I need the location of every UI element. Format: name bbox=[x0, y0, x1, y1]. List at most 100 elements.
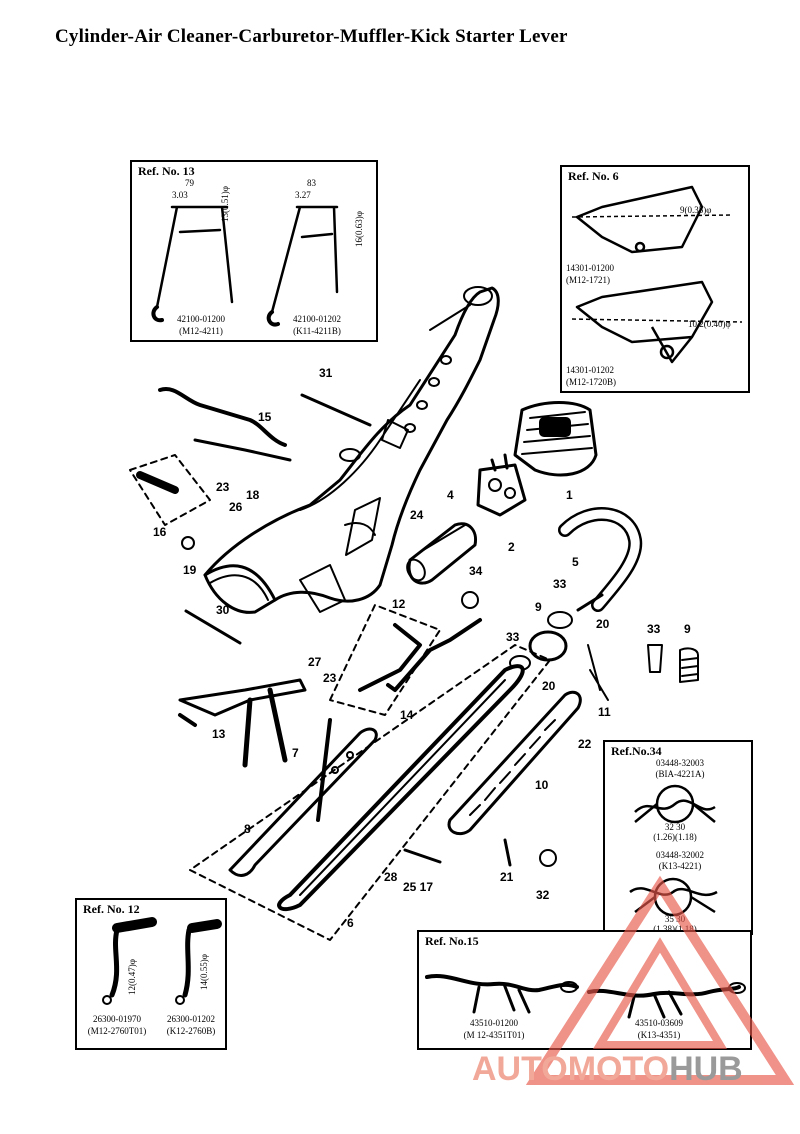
ref-13-right-h-dim: 16(0.63)φ bbox=[354, 211, 364, 247]
nut-part-32 bbox=[539, 849, 557, 867]
callout-9a: 9 bbox=[535, 600, 542, 614]
ref-6-top-dim: 9(0.35)φ bbox=[680, 205, 712, 215]
callout-9b: 9 bbox=[684, 622, 691, 636]
callout-18: 18 bbox=[246, 488, 260, 502]
ref-34-top-code: 03448-32003 bbox=[656, 758, 704, 768]
callout-14: 14 bbox=[400, 708, 414, 722]
callout-23b: 23 bbox=[323, 671, 337, 685]
ref-12-label: Ref. No. 12 bbox=[83, 902, 140, 916]
handle-part-15 bbox=[158, 387, 287, 447]
ref-12-left-dim: 12(0.47)φ bbox=[127, 959, 137, 995]
ref-6-label: Ref. No. 6 bbox=[568, 169, 619, 183]
callout-26: 26 bbox=[229, 500, 243, 514]
callout-31: 31 bbox=[319, 366, 333, 380]
callout-34: 34 bbox=[469, 564, 483, 578]
spring-part-34 bbox=[461, 591, 479, 609]
ref-12-box: Ref. No. 12 12(0.47)φ 14(0.55)φ 26300-01… bbox=[75, 898, 227, 1050]
ref-15-right-code: 43510-03609 bbox=[635, 1018, 683, 1028]
kick-arm-part-14 bbox=[386, 618, 482, 692]
callout-15: 15 bbox=[258, 410, 272, 424]
callout-12: 12 bbox=[392, 597, 406, 611]
callout-25-17: 25 17 bbox=[403, 880, 434, 894]
clip-part-20 bbox=[587, 644, 609, 701]
cylinder-part bbox=[513, 401, 598, 477]
watermark-part2: HUB bbox=[669, 1050, 743, 1088]
callout-33c: 33 bbox=[647, 622, 661, 636]
carburetor-part bbox=[476, 453, 527, 517]
ref-34-bottom-dim: 35 30 bbox=[664, 914, 686, 924]
ref-15-label: Ref. No.15 bbox=[425, 934, 479, 948]
clip-part-19 bbox=[181, 536, 195, 550]
ref-12-right-dim: 14(0.55)φ bbox=[199, 954, 209, 990]
ref-6-drawing bbox=[571, 185, 743, 364]
frame-part bbox=[203, 286, 500, 614]
ref-13-left-code: 42100-01200 bbox=[177, 314, 225, 324]
callout-21: 21 bbox=[500, 870, 514, 884]
ref-6-bottom-dim: 10.2(0.40)φ bbox=[688, 319, 731, 329]
shaft-part-30 bbox=[184, 609, 242, 645]
exhaust-pipe-part bbox=[558, 507, 643, 612]
ref-15-left-model: (M 12-4351T01) bbox=[463, 1030, 525, 1040]
callout-7: 7 bbox=[292, 746, 299, 760]
ref-13-left-top-dim: 79 bbox=[185, 178, 194, 188]
callout-22: 22 bbox=[578, 737, 592, 751]
heat-guard-part bbox=[447, 690, 582, 836]
callout-6: 6 bbox=[347, 916, 354, 930]
ref-13-right-model: (K11-4211B) bbox=[293, 326, 341, 336]
ref-13-box: Ref. No. 13 79 3.03 13(0.51)φ 83 3.27 16… bbox=[130, 160, 378, 342]
ref-12-drawing bbox=[102, 917, 222, 1005]
ref-34-top-dim: 32 30 bbox=[664, 822, 686, 832]
rubber-part-9 bbox=[679, 647, 699, 683]
ref-15-left-code: 43510-01200 bbox=[470, 1018, 518, 1028]
callout-27: 27 bbox=[308, 655, 322, 669]
callout-30: 30 bbox=[216, 603, 230, 617]
watermark-part1: AUTOMOTO bbox=[472, 1050, 670, 1088]
callout-4: 4 bbox=[447, 488, 454, 502]
callout-20a: 20 bbox=[596, 617, 610, 631]
page-title: Cylinder-Air Cleaner-Carburetor-Muffler-… bbox=[55, 26, 568, 47]
bolt-part-25 bbox=[403, 848, 442, 864]
bolt-part-31 bbox=[300, 393, 372, 427]
callout-28: 28 bbox=[384, 870, 398, 884]
ref-6-bottom-code: 14301-01202 bbox=[566, 365, 614, 375]
ref-34-label: Ref.No.34 bbox=[611, 744, 662, 758]
ref-13-label: Ref. No. 13 bbox=[138, 164, 195, 178]
ref-6-bottom-model: (M12-1720B) bbox=[566, 377, 616, 387]
ref-12-left-model: (M12-2760T01) bbox=[87, 1026, 147, 1036]
ref-34-top-model: (BIA-4221A) bbox=[655, 769, 705, 779]
muffler-joint-part bbox=[528, 630, 568, 662]
callout-32: 32 bbox=[536, 888, 550, 902]
main-stand-part bbox=[178, 678, 307, 768]
bolt-part-21 bbox=[503, 838, 512, 867]
gasket-part bbox=[547, 611, 573, 629]
ref-13-right-code: 42100-01202 bbox=[293, 314, 341, 324]
callout-13: 13 bbox=[212, 727, 226, 741]
callout-10: 10 bbox=[535, 778, 549, 792]
bolt-part-33 bbox=[647, 644, 663, 673]
callout-23a: 23 bbox=[216, 480, 230, 494]
callout-33a: 33 bbox=[553, 577, 567, 591]
ref-12-right-code: 26300-01202 bbox=[167, 1014, 215, 1024]
callout-11: 11 bbox=[598, 705, 611, 719]
ref-13-left-side-dim: 3.03 bbox=[172, 190, 188, 200]
footrest-rubber-part bbox=[136, 471, 179, 494]
callout-8: 8 bbox=[244, 822, 251, 836]
ref-15-box: Ref. No.15 43510-01200 (M 12-4351T01) 43… bbox=[417, 930, 752, 1050]
ref-13-drawing bbox=[151, 205, 339, 327]
muffler-part bbox=[277, 664, 525, 912]
ref-34-bottom-code: 03448-32002 bbox=[656, 850, 704, 860]
ref-6-top-model: (M12-1721) bbox=[566, 275, 610, 285]
air-cleaner-part bbox=[406, 522, 478, 585]
watermark-text: AUTOMOTOHUB bbox=[472, 1050, 743, 1089]
callout-20b: 20 bbox=[542, 679, 556, 693]
ref-34-box: Ref.No.34 03448-32003 (BIA-4221A) 32 30 … bbox=[603, 740, 753, 935]
callout-5: 5 bbox=[572, 555, 579, 569]
ref-6-box: Ref. No. 6 9(0.35)φ 14301-01200 (M12-172… bbox=[560, 165, 750, 393]
ref-13-right-top-dim: 83 bbox=[307, 178, 316, 188]
ref-13-left-h-dim: 13(0.51)φ bbox=[220, 186, 230, 222]
callout-1: 1 bbox=[566, 488, 573, 502]
ref-34-top-dim2: (1.26)(1.18) bbox=[653, 832, 697, 842]
kick-lever-part-12 bbox=[358, 623, 422, 692]
